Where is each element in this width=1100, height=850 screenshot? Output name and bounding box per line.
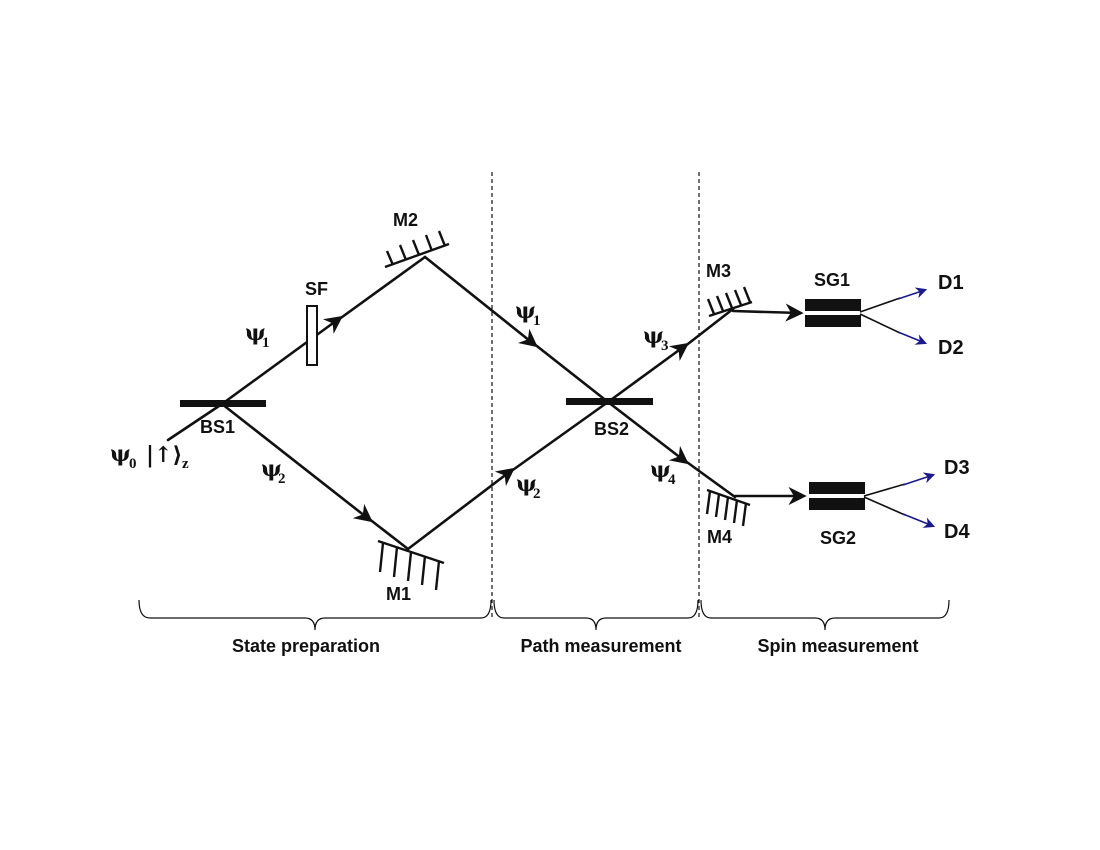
sg1-output-line-up — [859, 297, 901, 313]
svg-text:ψ: ψ — [650, 457, 671, 483]
sg2-output-line-up — [863, 483, 906, 497]
sg1-output-line-down — [859, 313, 901, 334]
stern-gerlach-sg1 — [805, 299, 861, 327]
label-detector-d3: D3 — [944, 457, 970, 479]
state-psi1-upper-label: ψ 1 — [245, 320, 270, 351]
mirror-m3 — [706, 286, 753, 318]
label-m2: M2 — [393, 210, 418, 230]
spin-flipper — [306, 305, 318, 366]
svg-text:1: 1 — [533, 313, 541, 329]
bs2-to-m4-beam-b — [682, 458, 737, 499]
beam-splitter-1 — [180, 400, 266, 407]
sg1-output-arrow-down — [897, 331, 928, 345]
svg-text:ψ: ψ — [110, 441, 131, 467]
state-psi2-lower-label: ψ 2 — [261, 456, 286, 487]
state-psi2-path-label: ψ 2 — [516, 471, 541, 502]
label-detector-d1: D1 — [938, 272, 964, 294]
svg-text:ψ: ψ — [515, 298, 536, 324]
sg1-output-arrow-up — [897, 287, 928, 300]
state-psi0-label: ψ 0 |↑⟩ z — [110, 441, 189, 472]
svg-text:ψ: ψ — [261, 456, 282, 482]
upper-arm-beam-a — [220, 315, 343, 406]
svg-text:ψ: ψ — [643, 323, 664, 349]
lower-arm-beam-a — [220, 402, 373, 523]
bs2-to-m3-beam-a — [606, 342, 689, 404]
svg-text:3: 3 — [661, 338, 669, 354]
label-sg2: SG2 — [820, 528, 856, 548]
label-bs1: BS1 — [200, 417, 235, 437]
brace-state-preparation — [138, 599, 492, 631]
mirror-m2 — [384, 230, 450, 269]
m2-to-bs2-beam-a — [423, 255, 538, 348]
svg-text:4: 4 — [668, 472, 676, 488]
svg-text:z: z — [182, 456, 189, 472]
m3-to-sg1-beam — [731, 303, 804, 322]
label-detector-d2: D2 — [938, 337, 964, 359]
sg2-output-arrow-up — [902, 472, 936, 486]
state-psi1-path-label: ψ 1 — [515, 298, 541, 329]
input-beam — [166, 402, 224, 442]
m2-to-bs2-beam-b — [531, 341, 610, 404]
svg-text:0: 0 — [129, 456, 137, 472]
m1-to-bs2-beam-a — [406, 467, 515, 551]
label-m1: M1 — [386, 584, 411, 604]
mirror-m1 — [377, 539, 445, 591]
label-sg1: SG1 — [814, 270, 850, 290]
sg2-output-line-down — [863, 496, 906, 516]
upper-arm-beam-b — [336, 255, 427, 322]
bs2-to-m3-beam-b — [682, 307, 735, 349]
beam-splitter-2 — [566, 398, 653, 405]
svg-text:2: 2 — [278, 471, 286, 487]
mirror-m4 — [705, 488, 751, 527]
brace-spin-measurement — [700, 599, 950, 631]
svg-text:1: 1 — [262, 335, 270, 351]
section-label-path-measurement: Path measurement — [520, 636, 681, 656]
section-label-spin-measurement: Spin measurement — [757, 636, 918, 656]
lower-arm-beam-b — [366, 516, 410, 551]
bs2-to-m4-beam-a — [606, 400, 689, 465]
stern-gerlach-sg2 — [809, 482, 865, 510]
svg-text:ψ: ψ — [516, 471, 537, 497]
state-psi4-label: ψ 4 — [650, 457, 676, 488]
svg-text:2: 2 — [533, 486, 541, 502]
label-sf: SF — [305, 279, 328, 299]
sg2-output-arrow-down — [902, 513, 936, 528]
section-label-state-preparation: State preparation — [232, 636, 380, 656]
brace-path-measurement — [493, 599, 699, 631]
label-bs2: BS2 — [594, 419, 629, 439]
state-psi3-label: ψ 3 — [643, 323, 669, 354]
label-m4: M4 — [707, 527, 732, 547]
svg-text:ψ: ψ — [245, 320, 266, 346]
m1-to-bs2-beam-b — [508, 400, 610, 474]
svg-text:|↑⟩: |↑⟩ — [146, 442, 183, 468]
label-detector-d4: D4 — [944, 521, 970, 543]
label-m3: M3 — [706, 261, 731, 281]
